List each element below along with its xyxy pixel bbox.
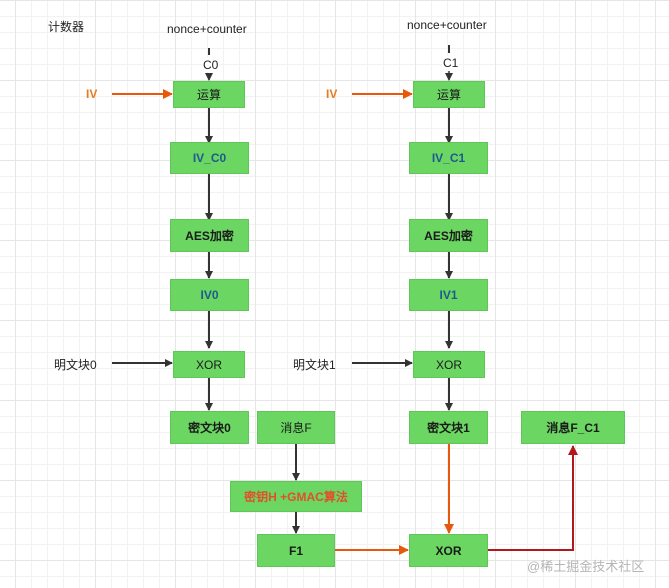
counter-title: 计数器 [48, 20, 85, 34]
nonce-counter-label-left: nonce+counter [167, 22, 247, 36]
iv0-box[interactable]: IV0 [170, 279, 249, 311]
operation-box-left[interactable]: 运算 [173, 81, 245, 108]
iv1-box[interactable]: IV1 [409, 279, 488, 311]
iv-c1-box[interactable]: IV_C1 [409, 142, 488, 174]
message-f-c1-box[interactable]: 消息F_C1 [521, 411, 625, 444]
plaintext-block-1-label: 明文块1 [293, 358, 336, 372]
gmac-algorithm-box[interactable]: 密钥H +GMAC算法 [230, 481, 362, 512]
xor-box-auth[interactable]: XOR [409, 534, 488, 567]
counter-c1-label: C1 [442, 56, 460, 70]
f1-box[interactable]: F1 [257, 534, 335, 567]
message-f-box[interactable]: 消息F [257, 411, 335, 444]
xor-box-left[interactable]: XOR [173, 351, 245, 378]
operation-box-right[interactable]: 运算 [413, 81, 485, 108]
iv-c0-box[interactable]: IV_C0 [170, 142, 249, 174]
xor-box-right[interactable]: XOR [413, 351, 485, 378]
iv-label-left: IV [86, 87, 98, 101]
left-column-connectors [112, 48, 213, 411]
counter-c0-label: C0 [202, 58, 220, 72]
nonce-counter-label-right: nonce+counter [407, 18, 487, 32]
ciphertext-block-1-box[interactable]: 密文块1 [409, 411, 488, 444]
plaintext-block-0-label: 明文块0 [54, 358, 97, 372]
iv-label-right: IV [326, 87, 338, 101]
arrow-xor-to-result [488, 445, 578, 551]
watermark: @稀土掘金技术社区 [527, 559, 645, 574]
ciphertext-block-0-box[interactable]: 密文块0 [170, 411, 249, 444]
auth-connectors [292, 444, 578, 555]
aes-encrypt-box-right[interactable]: AES加密 [409, 219, 488, 252]
right-column-connectors [352, 45, 453, 411]
aes-encrypt-box-left[interactable]: AES加密 [170, 219, 249, 252]
